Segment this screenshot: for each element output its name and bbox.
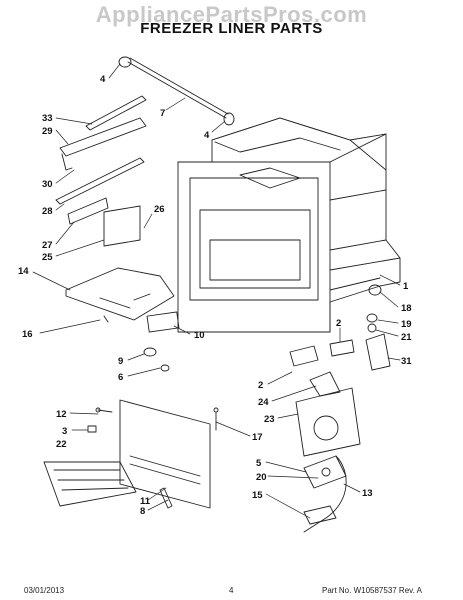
- footer-part-number: Part No. W10587537 Rev. A: [322, 586, 422, 595]
- callout-31: 31: [401, 356, 412, 367]
- callout-4-top: 4: [100, 74, 106, 85]
- callout-8: 8: [140, 506, 145, 517]
- callout-2-left: 2: [258, 380, 263, 391]
- watermark: AppliancePartsPros.com: [95, 2, 368, 27]
- footer-page: 4: [229, 586, 234, 595]
- callout-1: 1: [403, 281, 409, 292]
- callout-3: 3: [62, 426, 67, 437]
- callout-7: 7: [160, 108, 165, 119]
- callout-9: 9: [118, 356, 123, 367]
- side-cover: [65, 267, 175, 321]
- callout-25: 25: [42, 252, 53, 263]
- callout-10: 10: [194, 330, 205, 341]
- callout-16: 16: [22, 329, 33, 340]
- callout-29: 29: [42, 126, 53, 137]
- callout-24: 24: [258, 397, 269, 408]
- leader-lines: [32, 63, 401, 519]
- callout-33: 33: [42, 113, 53, 124]
- callout-12: 12: [56, 409, 67, 420]
- callout-13: 13: [362, 488, 373, 499]
- left-rails: [55, 95, 147, 247]
- screws: [87, 315, 219, 509]
- callout-2-right: 2: [336, 318, 341, 329]
- callout-20: 20: [256, 472, 267, 483]
- callout-27: 27: [42, 240, 53, 251]
- pad: [146, 311, 180, 333]
- callout-4-mid: 4: [204, 130, 210, 141]
- callout-5: 5: [256, 458, 262, 469]
- callout-6: 6: [118, 372, 123, 383]
- callout-28: 28: [42, 206, 53, 217]
- hinge-parts: [366, 284, 382, 333]
- callout-21: 21: [401, 332, 412, 343]
- callout-26: 26: [154, 204, 165, 215]
- footer-date: 03/01/2013: [24, 586, 65, 595]
- freezer-liner: [177, 117, 401, 333]
- diagram-title: FREEZER LINER PARTS: [140, 20, 323, 37]
- callout-14: 14: [18, 266, 29, 277]
- callout-17: 17: [252, 432, 263, 443]
- rod-assembly: [118, 56, 235, 126]
- callout-11: 11: [140, 496, 151, 507]
- callout-15: 15: [252, 490, 263, 501]
- fan-motor-mount: [303, 455, 347, 533]
- callout-19: 19: [401, 319, 412, 330]
- callout-18: 18: [401, 303, 412, 314]
- duct: [365, 333, 391, 371]
- evaporator-cover: [43, 399, 211, 509]
- callout-23: 23: [264, 414, 275, 425]
- fan-assembly: [289, 339, 361, 457]
- sensor: [143, 347, 170, 372]
- callout-30: 30: [42, 179, 53, 190]
- callout-22: 22: [56, 439, 67, 450]
